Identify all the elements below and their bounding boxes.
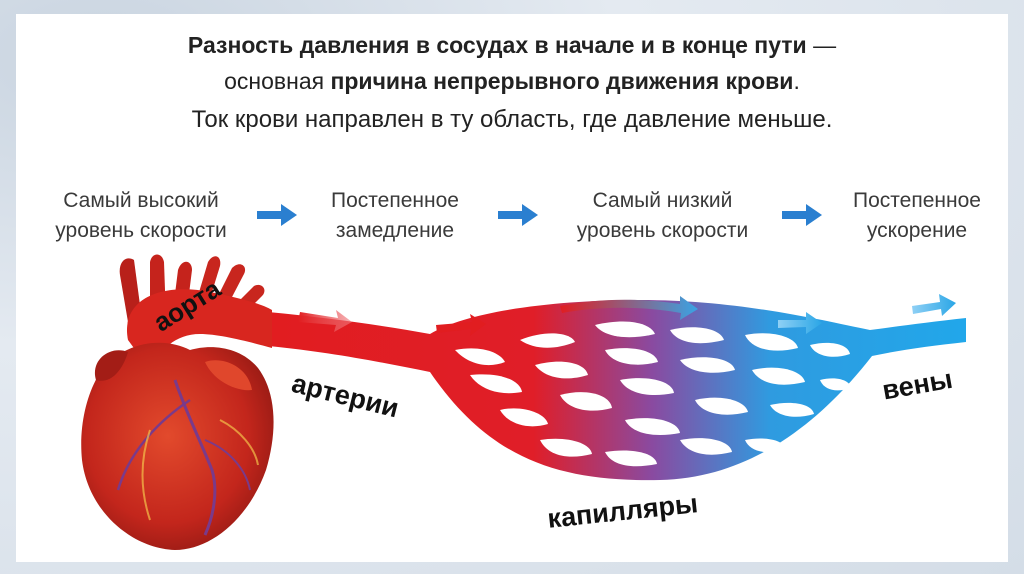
heading-line-2-bold: причина непрерывного движения крови	[330, 68, 794, 94]
stage-highest-speed: Самый высокий уровень скорости	[26, 186, 256, 246]
heading-line-2-plain: основная	[224, 68, 331, 94]
heart-illustration	[81, 254, 274, 550]
stage-arrow-2-icon	[498, 204, 538, 226]
heading-line-2: основная причина непрерывного движения к…	[0, 68, 1024, 95]
stage-1-line-1: Самый высокий	[63, 189, 219, 212]
stage-4-line-1: Постепенное	[853, 189, 981, 212]
stage-3-line-2: уровень скорости	[576, 219, 749, 242]
stage-3-line-1: Самый низкий	[592, 189, 733, 212]
heading-line-1-tail: —	[806, 32, 837, 58]
stage-arrow-1-icon	[257, 204, 297, 226]
heading-line-2-end: .	[793, 68, 800, 94]
heading-line-1-bold: Разность давления в сосудах в начале и в…	[187, 32, 807, 58]
stage-lowest-speed: Самый низкий уровень скорости	[545, 186, 780, 246]
heading-line-3: Ток крови направлен в ту область, где да…	[191, 106, 833, 133]
flow-arrow-5-icon	[912, 294, 956, 316]
stage-arrow-3-icon	[782, 204, 822, 226]
stage-2-line-1: Постепенное	[331, 189, 459, 212]
flow-arrow-4-icon	[778, 312, 822, 334]
flow-arrow-2-icon	[436, 314, 486, 336]
stage-1-line-2: уровень скорости	[55, 219, 227, 242]
stage-gradual-slowdown: Постепенное замедление	[300, 186, 490, 246]
stage-2-line-2: замедление	[335, 219, 455, 242]
stage-gradual-acceleration: Постепенное ускорение	[822, 186, 1012, 246]
vessel-network	[268, 300, 966, 481]
flow-arrow-1-icon	[298, 310, 352, 332]
flow-arrow-3-icon	[560, 296, 698, 320]
heading-line-1: Разность давления в сосудах в начале и в…	[0, 32, 1024, 59]
stage-4-line-2: ускорение	[866, 219, 968, 242]
